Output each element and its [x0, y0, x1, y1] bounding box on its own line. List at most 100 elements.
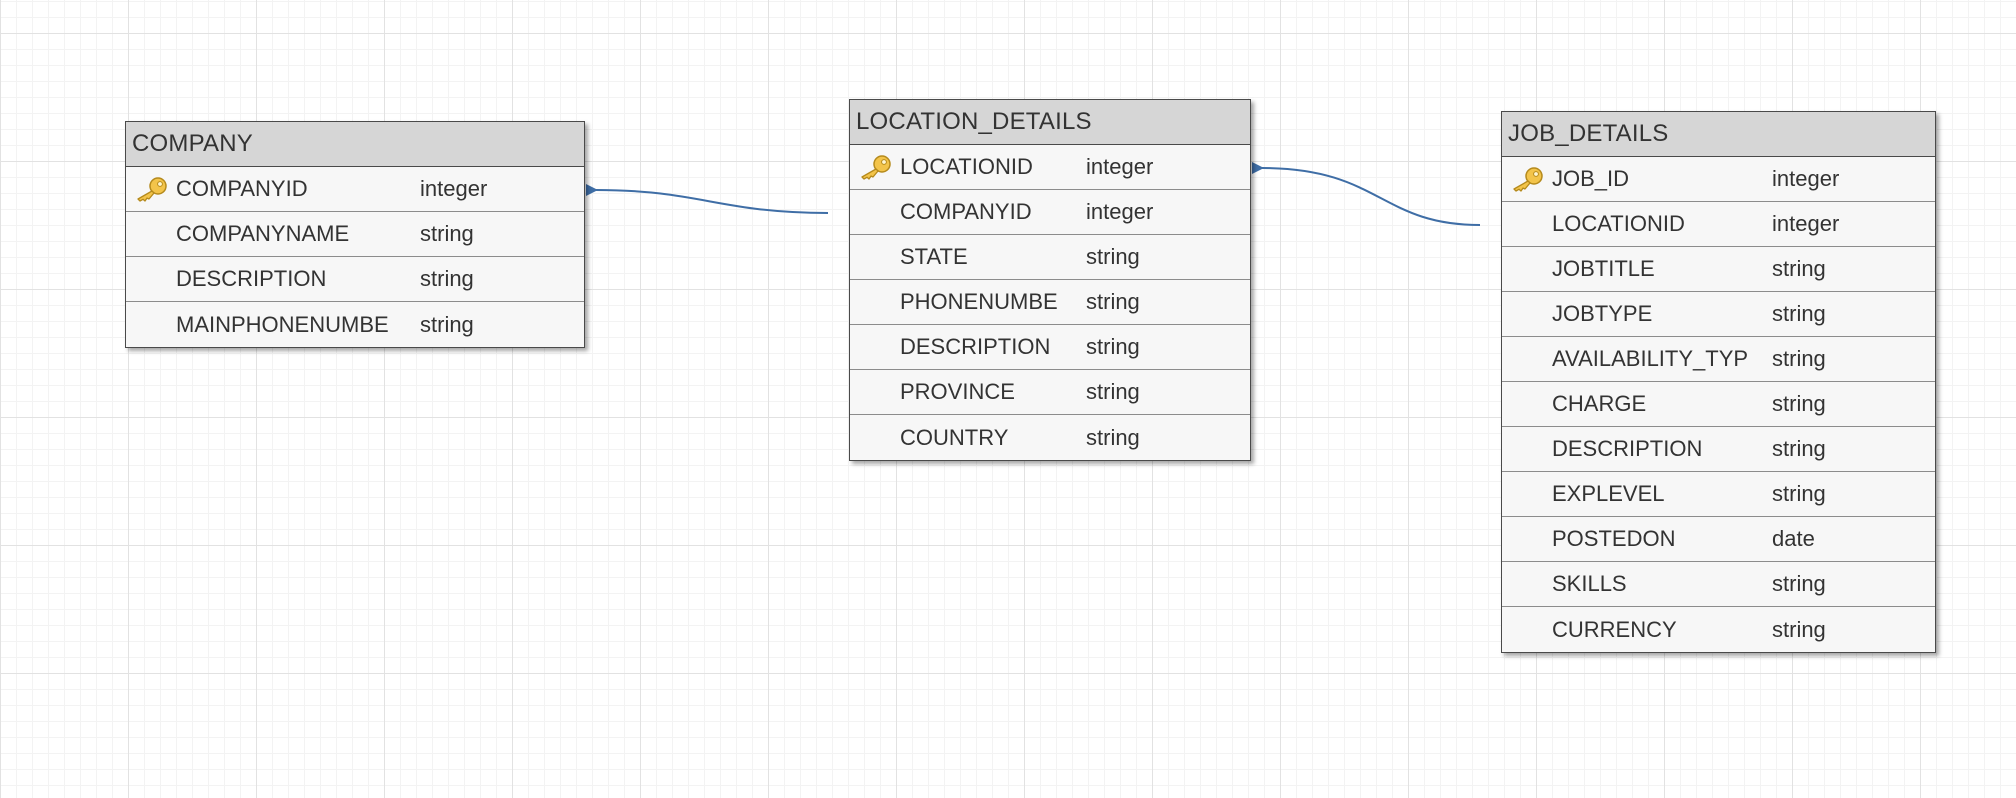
field-type: date [1772, 526, 1815, 551]
key-slot [1502, 517, 1552, 561]
field-name: POSTEDON [1552, 526, 1676, 551]
field-type: string [1086, 289, 1140, 314]
field-type: string [1772, 391, 1826, 416]
field-type: string [1086, 334, 1140, 359]
key-slot [1502, 157, 1552, 201]
key-slot [850, 280, 900, 324]
field-type: string [420, 266, 474, 291]
field-type: string [1086, 424, 1140, 450]
entity-field-row[interactable]: SKILLS string [1502, 562, 1935, 607]
entity-location-details-title: LOCATION_DETAILS [850, 100, 1250, 145]
primary-key-icon [1513, 167, 1543, 192]
entity-field-row[interactable]: AVAILABILITY_TYP string [1502, 337, 1935, 382]
entity-field-row[interactable]: COMPANYID integer [850, 190, 1250, 235]
field-name: STATE [900, 244, 968, 269]
field-type: string [1772, 301, 1826, 326]
key-slot [1502, 382, 1552, 426]
field-name: JOBTITLE [1552, 256, 1655, 281]
entity-field-row[interactable]: JOB_ID integer [1502, 157, 1935, 202]
key-slot [1502, 337, 1552, 381]
field-name: JOBTYPE [1552, 301, 1653, 326]
field-name: MAINPHONENUMBE [176, 311, 389, 337]
field-type: integer [1086, 199, 1154, 224]
connector-job-to-location [1251, 161, 1481, 226]
key-slot [126, 257, 176, 301]
field-name: JOB_ID [1552, 166, 1630, 191]
entity-field-row[interactable]: PROVINCE string [850, 370, 1250, 415]
field-name: DESCRIPTION [1552, 436, 1703, 461]
entity-field-row[interactable]: JOBTYPE string [1502, 292, 1935, 337]
field-type: string [1772, 571, 1826, 596]
entity-field-row[interactable]: MAINPHONENUMBE string [126, 302, 584, 347]
field-name: LOCATIONID [900, 154, 1033, 179]
field-type: string [1772, 616, 1826, 642]
field-name: PHONENUMBE [900, 289, 1058, 314]
entity-field-row[interactable]: COUNTRY string [850, 415, 1250, 460]
entity-field-row[interactable]: EXPLEVEL string [1502, 472, 1935, 517]
field-name: DESCRIPTION [900, 334, 1051, 359]
entity-field-row[interactable]: POSTEDON date [1502, 517, 1935, 562]
field-type: string [420, 311, 474, 337]
field-name: LOCATIONID [1552, 211, 1685, 236]
key-slot [126, 212, 176, 256]
field-type: string [1772, 481, 1826, 506]
field-type: string [1772, 346, 1826, 371]
key-slot [1502, 247, 1552, 291]
field-name: DESCRIPTION [176, 266, 327, 291]
entity-field-row[interactable]: DESCRIPTION string [1502, 427, 1935, 472]
key-slot [850, 370, 900, 414]
field-name: CHARGE [1552, 391, 1647, 416]
entity-job-details-title: JOB_DETAILS [1502, 112, 1935, 157]
field-name: COMPANYNAME [176, 221, 350, 246]
field-type: string [1086, 244, 1140, 269]
key-slot [126, 303, 176, 347]
key-slot [850, 145, 900, 189]
key-slot [850, 325, 900, 369]
connector-location-to-company [585, 183, 829, 214]
field-name: AVAILABILITY_TYP [1552, 346, 1749, 371]
entity-field-row[interactable]: CURRENCY string [1502, 607, 1935, 652]
field-type: integer [1772, 166, 1840, 191]
field-name: CURRENCY [1552, 616, 1677, 642]
entity-field-row[interactable]: LOCATIONID integer [1502, 202, 1935, 247]
field-type: string [420, 221, 474, 246]
key-slot [1502, 202, 1552, 246]
field-type: integer [1772, 211, 1840, 236]
field-type: integer [1086, 154, 1154, 179]
field-type: string [1772, 256, 1826, 281]
field-name: COUNTRY [900, 424, 1009, 450]
field-type: integer [420, 176, 488, 201]
entity-field-row[interactable]: COMPANYNAME string [126, 212, 584, 257]
entity-field-row[interactable]: CHARGE string [1502, 382, 1935, 427]
field-type: string [1772, 436, 1826, 461]
entity-field-row[interactable]: STATE string [850, 235, 1250, 280]
entity-field-row[interactable]: LOCATIONID integer [850, 145, 1250, 190]
field-name: EXPLEVEL [1552, 481, 1665, 506]
key-slot [850, 235, 900, 279]
field-name: COMPANYID [176, 176, 308, 201]
entity-field-row[interactable]: DESCRIPTION string [850, 325, 1250, 370]
entity-field-row[interactable]: JOBTITLE string [1502, 247, 1935, 292]
key-slot [850, 190, 900, 234]
entity-field-row[interactable]: DESCRIPTION string [126, 257, 584, 302]
key-slot [1502, 608, 1552, 652]
key-slot [1502, 427, 1552, 471]
field-type: string [1086, 379, 1140, 404]
entity-company-title: COMPANY [126, 122, 584, 167]
key-slot [1502, 562, 1552, 606]
primary-key-icon [137, 177, 167, 202]
key-slot [850, 416, 900, 460]
entity-field-row[interactable]: COMPANYID integer [126, 167, 584, 212]
entity-field-row[interactable]: PHONENUMBE string [850, 280, 1250, 325]
field-name: PROVINCE [900, 379, 1015, 404]
primary-key-icon [861, 155, 891, 180]
key-slot [1502, 292, 1552, 336]
key-slot [126, 167, 176, 211]
field-name: SKILLS [1552, 571, 1627, 596]
field-name: COMPANYID [900, 199, 1032, 224]
key-slot [1502, 472, 1552, 516]
